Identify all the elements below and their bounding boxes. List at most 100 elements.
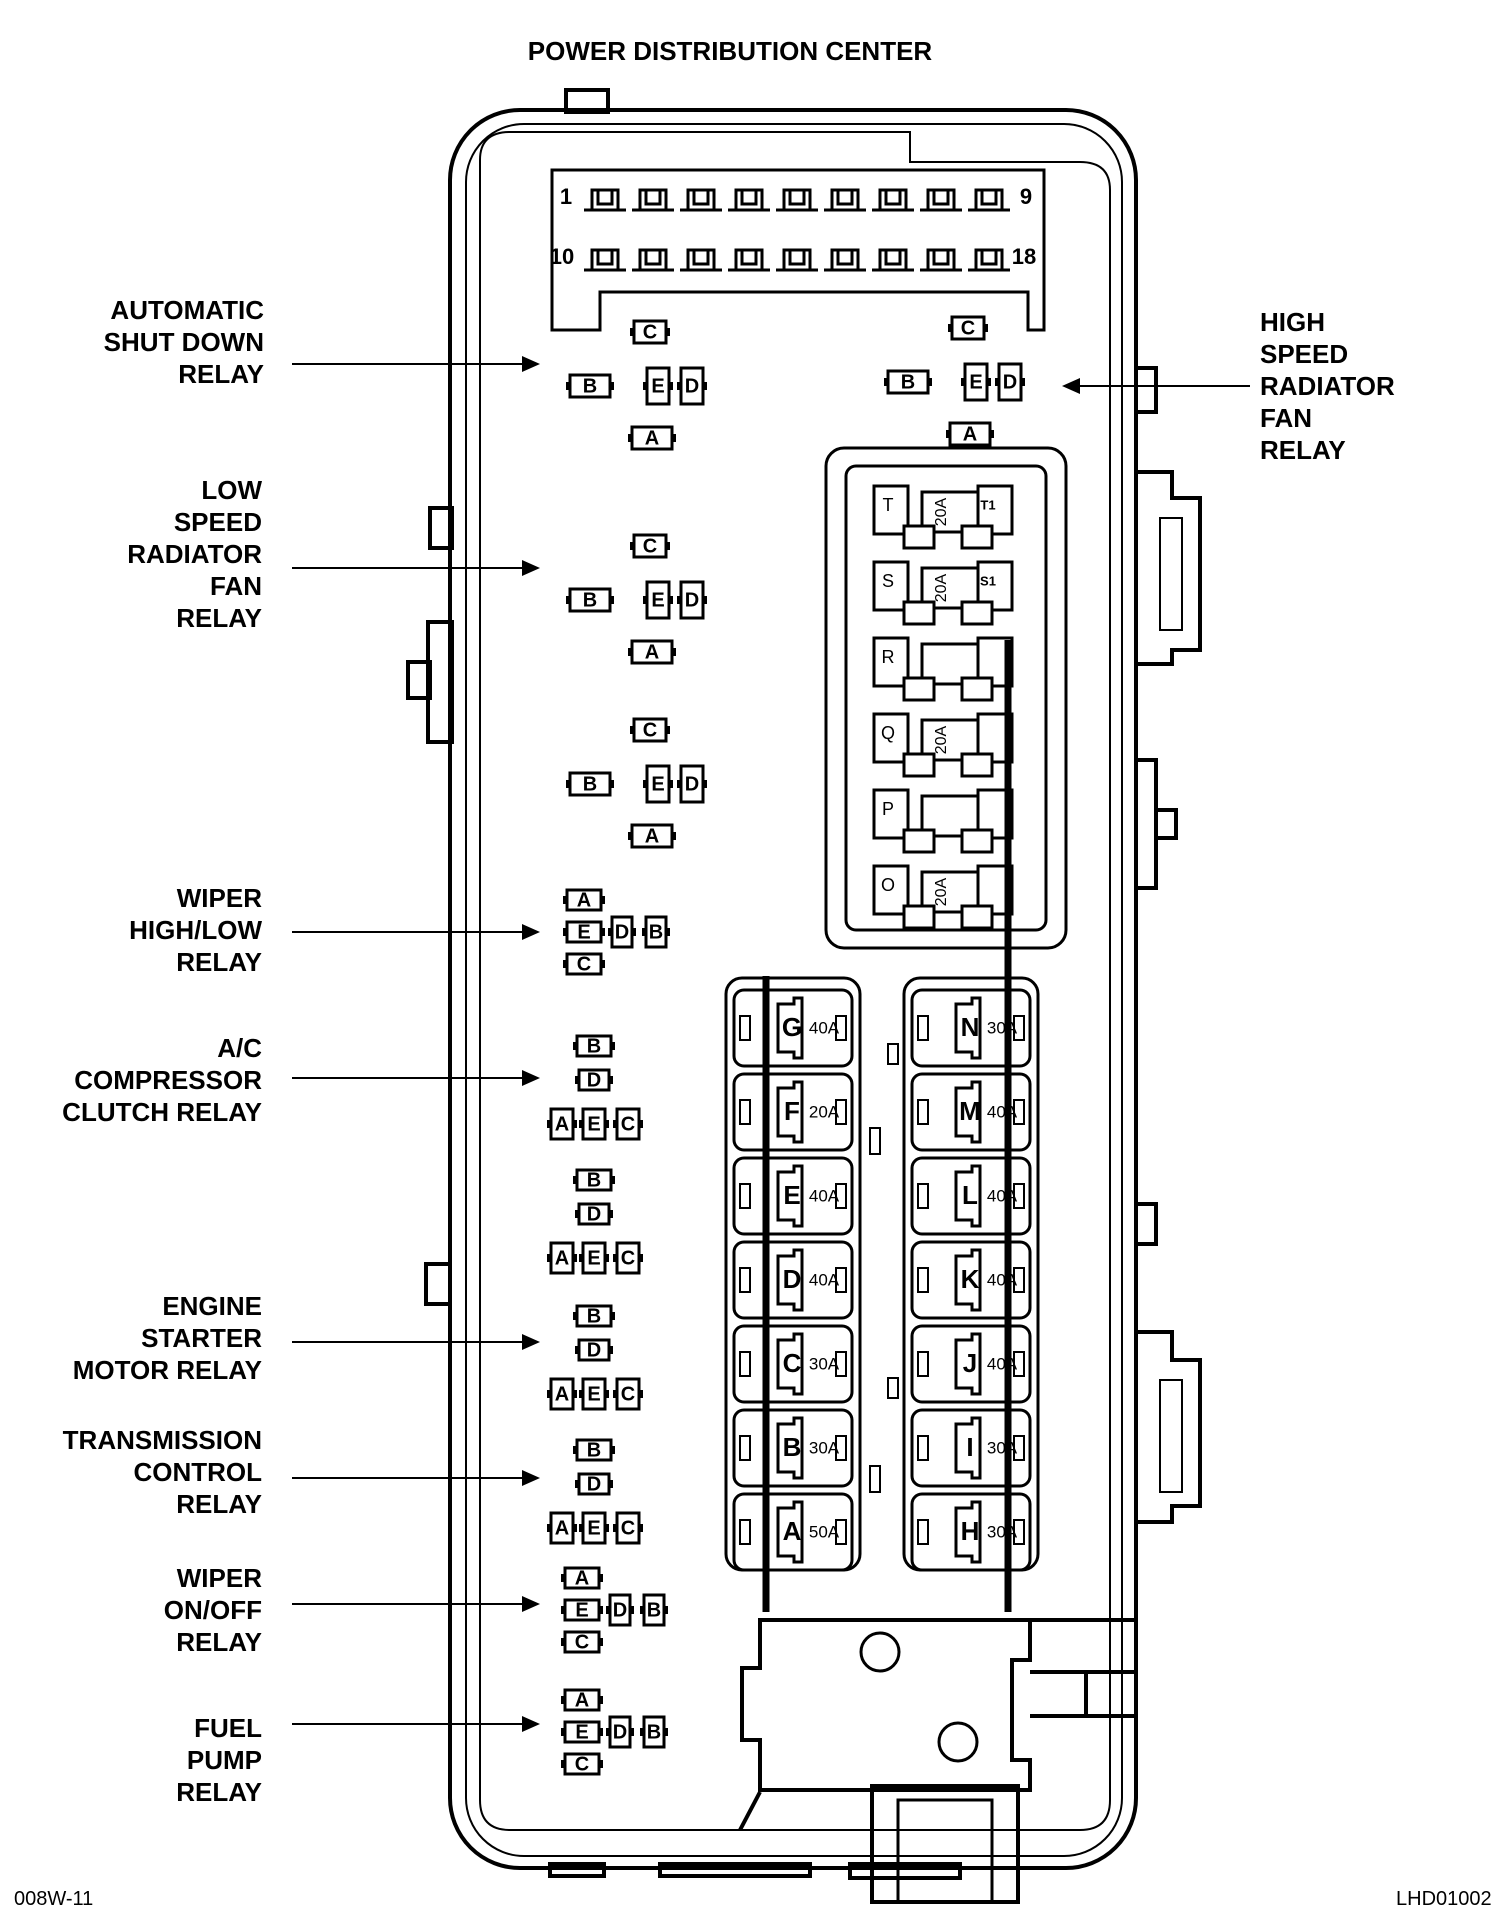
relay-unlabeled-pin-e: E [643, 764, 673, 804]
arrow-head-wiper-oo [522, 1596, 540, 1612]
relay-wiper-hl-pin-d-tab-left [608, 928, 612, 936]
relay-fuel-pin-e-letter: E [575, 1721, 588, 1743]
maxi-key-3 [887, 1377, 899, 1399]
maxi-fuse-slot-right [835, 1099, 847, 1125]
relay-high-fan-pin-a: A [946, 421, 994, 447]
mini-fuse-lower-right [960, 752, 994, 778]
relay-trans-pin-c-tab-right [639, 1524, 643, 1532]
relay-high-fan-pin-c-tab-left [948, 324, 952, 332]
connector-top-pin [584, 188, 626, 212]
relay-ac-pin-e: E [579, 1107, 609, 1141]
relay-starter-pin-b-letter: B [587, 1305, 601, 1327]
relay-trans-pin-a-letter: A [555, 1517, 569, 1539]
relay-high-fan-pin-d-letter: D [1003, 371, 1017, 393]
relay-wiper-oo-pin-d-tab-right [630, 1606, 634, 1614]
relay-trans-pin-a: A [547, 1511, 577, 1545]
relay-fuel-pin-c-tab-left [561, 1760, 565, 1768]
relay-low-fan-pin-b-tab-left [566, 596, 570, 604]
relay-starter-pin-d-tab-left [575, 1346, 579, 1354]
relay-asd-pin-e-letter: E [651, 375, 664, 397]
relay-trans-pin-b-tab-right [611, 1446, 615, 1454]
maxi-fuse-body [776, 1080, 804, 1144]
relay-wiper-hl-pin-c-tab-left [563, 960, 567, 968]
relay-asd-pin-d-tab-right [703, 382, 707, 390]
relay-wiper-hl-pin-e-tab-right [601, 928, 605, 936]
label-line: SHUT DOWN [103, 327, 264, 357]
relay-unlabeled-pin-d-tab-left [677, 780, 681, 788]
relay-unlabeled-2-pin-d-tab-left [575, 1210, 579, 1218]
relay-high-fan-pin-b-letter: B [901, 371, 915, 393]
relay-asd-pin-c-tab-left [630, 328, 634, 336]
maxi-fuse-rating: 30A [809, 1438, 840, 1457]
label-line: PUMP [186, 1745, 262, 1775]
relay-fuel-pin-c-tab-right [599, 1760, 603, 1768]
relay-asd-pin-b: B [566, 373, 614, 399]
diagram-title: POWER DISTRIBUTION CENTER [527, 36, 933, 66]
relay-wiper-hl-pin-e: E [563, 920, 605, 944]
relay-starter-pin-a-letter: A [555, 1383, 569, 1405]
label-arrows [292, 356, 1250, 1732]
relay-trans-pin-b: B [573, 1438, 615, 1462]
relay-low-fan-pin-a-tab-right [672, 648, 676, 656]
label-line: FUEL [194, 1713, 262, 1743]
maxi-fuse-rating: 40A [809, 1186, 840, 1205]
connector-shell [550, 168, 1046, 332]
maxi-fuse-letter: J [963, 1348, 977, 1378]
left-tab-1 [428, 506, 454, 550]
relay-unlabeled-pin-b-tab-left [566, 780, 570, 788]
top-tab [564, 88, 610, 114]
relay-starter-pin-a: A [547, 1377, 577, 1411]
relay-unlabeled-2-pin-e-tab-right [605, 1254, 609, 1262]
relay-starter-pin-d: D [575, 1338, 613, 1362]
mini-fuse-frame-inner [844, 464, 1048, 932]
relay-wiper-oo-pin-e-tab-right [599, 1606, 603, 1614]
maxi-fuse-rating: 30A [809, 1354, 840, 1373]
relay-wiper-hl-pin-d: D [608, 915, 636, 949]
relay-high-fan-pin-b-tab-right [928, 378, 932, 386]
relay-wiper-hl-pin-e-tab-left [563, 928, 567, 936]
maxi-fuse-letter: K [961, 1264, 980, 1294]
relay-ac-pin-e-tab-left [579, 1120, 583, 1128]
label-line: MOTOR RELAY [72, 1355, 262, 1385]
connector-label-10: 10 [550, 244, 574, 269]
relay-low-fan-pin-a-tab-left [628, 648, 632, 656]
maxi-fuse-rating: 30A [987, 1018, 1018, 1037]
label-line: WIPER [176, 883, 262, 913]
maxi-fuse-rating: 40A [809, 1018, 840, 1037]
mini-fuse-lower-left [902, 828, 936, 854]
connector-label-1: 1 [560, 184, 572, 209]
relay-unlabeled-pin-a: A [628, 823, 676, 849]
relay-wiper-hl-pin-b-letter: B [649, 921, 663, 943]
relay-ac-pin-c-letter: C [621, 1113, 635, 1135]
connector-top-pin [680, 188, 722, 212]
maxi-fuse-slot-right [1013, 1015, 1025, 1041]
relay-unlabeled-pin-c: C [630, 717, 670, 743]
label-line: CLUTCH RELAY [62, 1097, 262, 1127]
maxi-fuse-slot-left [739, 1435, 751, 1461]
maxi-fuse-slot-left [917, 1519, 929, 1545]
relay-trans-pin-d-tab-left [575, 1480, 579, 1488]
arrow-head-asd [522, 356, 540, 372]
maxi-fuse-slot-left [739, 1351, 751, 1377]
relay-unlabeled-2-pin-b-tab-right [611, 1176, 615, 1184]
mini-fuse-socket-left [872, 712, 910, 764]
maxi-fuse-rating: 20A [809, 1102, 840, 1121]
relay-high-fan-pin-b: B [884, 369, 932, 395]
relay-fuel-pin-d-tab-left [606, 1728, 610, 1736]
relay-unlabeled-2-pin-a: A [547, 1241, 577, 1275]
relay-low-fan-pin-c-tab-right [666, 542, 670, 550]
maxi-fuse-letter: B [783, 1432, 802, 1462]
maxi-fuse-body [954, 1332, 982, 1396]
relay-unlabeled-pin-e-tab-left [643, 780, 647, 788]
maxi-fuse-body [776, 1332, 804, 1396]
relay-unlabeled-2-pin-a-tab-right [573, 1254, 577, 1262]
maxi-fuse-slot-left [917, 1099, 929, 1125]
maxi-fuse-slot-right [835, 1267, 847, 1293]
relay-fuel-pin-e: E [561, 1720, 603, 1744]
maxi-fuse-rating: 30A [987, 1522, 1018, 1541]
relay-wiper-hl-pin-c-tab-right [601, 960, 605, 968]
